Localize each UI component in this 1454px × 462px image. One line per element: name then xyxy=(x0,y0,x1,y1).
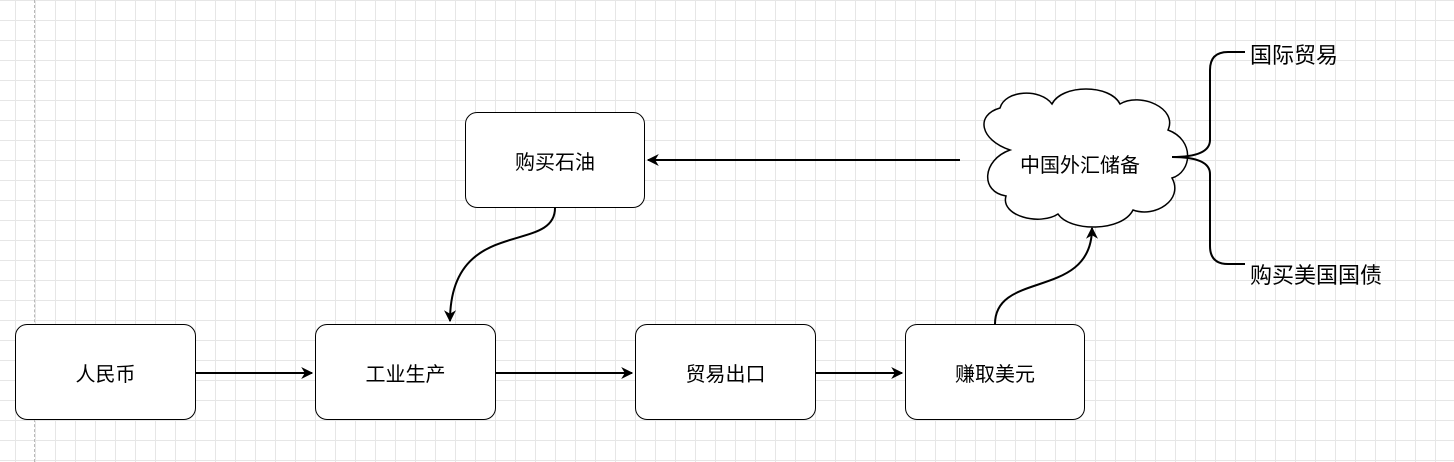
arrow-oil-to-industry xyxy=(444,207,556,323)
branch-label-trade[interactable]: 国际贸易 xyxy=(1250,44,1339,69)
buy-oil-node[interactable]: 购买石油 xyxy=(465,112,645,208)
earn-usd-node-label: 赚取美元 xyxy=(955,361,1035,386)
branch-brace xyxy=(1171,51,1245,265)
earn-usd-node[interactable]: 赚取美元 xyxy=(905,324,1085,420)
buy-oil-node-label: 购买石油 xyxy=(515,149,595,174)
industry-node[interactable]: 工业生产 xyxy=(315,324,496,420)
export-node-label: 贸易出口 xyxy=(685,361,766,386)
export-node[interactable]: 贸易出口 xyxy=(635,324,816,420)
page-guide-line xyxy=(34,0,35,462)
industry-node-label: 工业生产 xyxy=(365,361,446,386)
arrow-earn-to-reserves xyxy=(994,226,1098,325)
branch-label-treasuries[interactable]: 购买美国国债 xyxy=(1250,264,1383,289)
reserves-node-label: 中国外汇储备 xyxy=(1020,152,1140,177)
rmb-node[interactable]: 人民币 xyxy=(15,324,196,420)
rmb-node-label: 人民币 xyxy=(75,361,136,386)
